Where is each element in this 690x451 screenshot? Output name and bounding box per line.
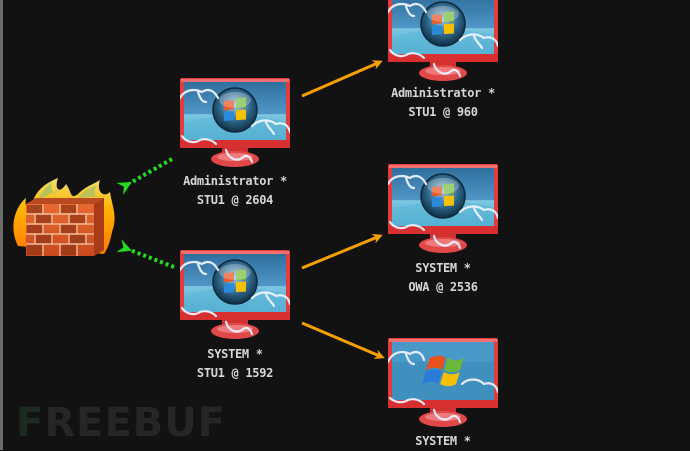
window-edge xyxy=(0,0,3,450)
session-user: Administrator * xyxy=(183,174,287,188)
session-host-pid: STU1 @ 1592 xyxy=(196,366,274,380)
beacon-link xyxy=(116,239,175,269)
firewall-icon[interactable] xyxy=(13,178,115,256)
windows-monitor-icon[interactable] xyxy=(180,78,290,168)
pivot-link xyxy=(301,60,383,98)
watermark-text: REEBUF xyxy=(44,400,227,446)
session-user: SYSTEM * xyxy=(415,434,471,448)
windows-xp-monitor-icon[interactable] xyxy=(388,338,498,428)
windows-monitor-icon[interactable] xyxy=(180,250,290,340)
session-user: Administrator * xyxy=(391,86,495,100)
session-host-pid: STU1 @ 2604 xyxy=(196,193,274,207)
session-host-pid: OWA @ 2536 xyxy=(408,280,478,294)
pivot-link xyxy=(301,234,383,270)
session-user: SYSTEM * xyxy=(415,261,471,275)
windows-monitor-icon[interactable] xyxy=(388,164,498,254)
session-user: SYSTEM * xyxy=(207,347,263,361)
session-host-pid: STU1 @ 960 xyxy=(408,105,478,119)
pivot-link xyxy=(301,321,385,359)
windows-monitor-icon[interactable] xyxy=(388,0,498,82)
beacon-link xyxy=(116,157,173,196)
watermark: FREEBUF xyxy=(16,398,226,448)
watermark-f: F xyxy=(16,400,45,446)
